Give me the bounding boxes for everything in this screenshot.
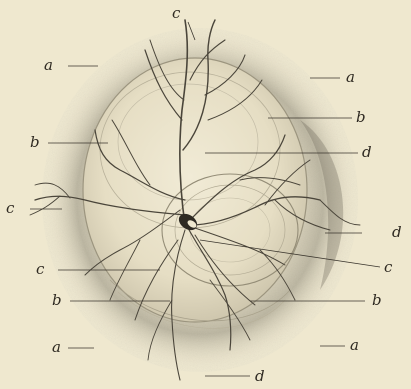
label-a-bottom-left: a [52,338,61,356]
label-a-bottom-right: a [350,336,359,354]
label-b-left: b [30,133,40,151]
label-b-lower-right: b [372,291,382,309]
label-d-right: d [392,223,402,241]
label-c-left: c [6,199,15,217]
label-a-top-left: a [44,56,53,74]
label-c-right: c [384,258,393,276]
label-b-right: b [356,108,366,126]
label-d-upper-right: d [362,143,372,161]
label-b-lower-left: b [52,291,62,309]
label-c-lower-left: c [36,260,45,278]
label-c-top: c [172,4,181,22]
label-a-top-right: a [346,68,355,86]
label-d-bottom: d [255,367,265,385]
